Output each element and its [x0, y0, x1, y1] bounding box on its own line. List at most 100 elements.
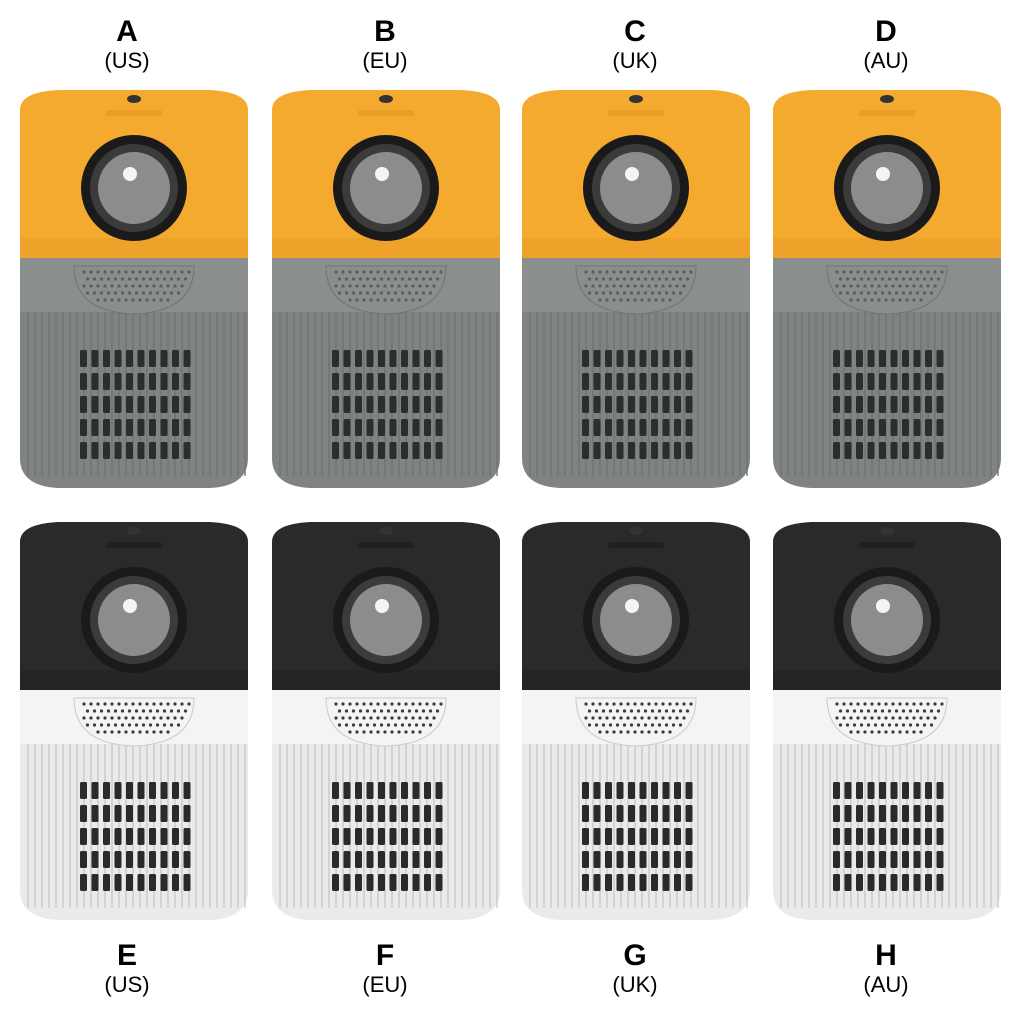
grill-hole	[898, 730, 902, 734]
grill-hole	[619, 702, 623, 706]
grill-hole	[82, 702, 86, 706]
speaker-grill-holes	[835, 270, 944, 302]
grill-hole	[640, 270, 644, 274]
grill-hole	[439, 702, 443, 706]
grill-hole	[584, 702, 588, 706]
vent-slot	[913, 828, 921, 845]
vent-slot	[856, 419, 863, 436]
projector-g	[520, 520, 752, 920]
grill-hole	[587, 709, 592, 713]
grill-hole	[383, 702, 387, 706]
vent-slot	[343, 442, 351, 459]
vent-slot	[412, 851, 420, 868]
grill-hole	[598, 298, 602, 302]
grill-hole	[127, 291, 132, 295]
vent-slot	[172, 782, 179, 799]
vent-slot	[137, 782, 145, 799]
vent-slot	[389, 782, 397, 799]
grill-hole	[919, 716, 923, 720]
vent-slot	[628, 782, 635, 799]
grill-hole	[671, 723, 676, 727]
vent-slot	[936, 373, 944, 390]
grill-hole	[138, 730, 142, 734]
vent-slot	[856, 851, 863, 868]
vent-slot	[833, 396, 840, 413]
grill-hole	[362, 284, 366, 288]
grill-hole	[922, 723, 927, 727]
grill-hole	[376, 716, 380, 720]
grill-hole	[685, 709, 690, 713]
vent-slot	[389, 828, 397, 845]
vent-slot	[616, 373, 624, 390]
grill-hole	[414, 291, 419, 295]
grill-hole	[689, 270, 693, 274]
vent-slot	[674, 782, 681, 799]
grill-hole	[376, 730, 380, 734]
vent-slot	[651, 828, 658, 845]
grill-hole	[612, 716, 616, 720]
grill-hole	[421, 291, 426, 295]
vent-slot	[651, 419, 658, 436]
vent-slot	[355, 782, 362, 799]
vent-slot	[137, 396, 145, 413]
vent-slot	[412, 396, 420, 413]
grill-hole	[341, 270, 345, 274]
grill-hole	[626, 270, 630, 274]
grill-hole	[362, 298, 366, 302]
lens-highlight	[625, 167, 639, 181]
vent-slot	[412, 373, 420, 390]
lens-icon	[851, 584, 923, 656]
vent-slot	[593, 419, 601, 436]
vent-slot	[639, 419, 647, 436]
vent-slot	[867, 805, 875, 822]
grill-hole	[915, 291, 920, 295]
vent-slot	[435, 874, 443, 891]
vent-slot	[867, 828, 875, 845]
vent-slot	[355, 442, 362, 459]
grill-hole	[358, 291, 363, 295]
vent-slot	[126, 828, 133, 845]
vent-slot	[890, 419, 898, 436]
vent-slot	[856, 828, 863, 845]
grill-hole	[155, 723, 160, 727]
top-shade	[20, 238, 248, 258]
vent-slot	[902, 782, 909, 799]
vent-slot	[844, 828, 852, 845]
grill-hole	[120, 277, 125, 281]
grill-hole	[856, 716, 860, 720]
grill-hole	[877, 730, 881, 734]
grill-hole	[584, 284, 588, 288]
vent-slot	[183, 419, 191, 436]
lens-icon	[600, 584, 672, 656]
vent-slot	[401, 805, 408, 822]
grill-hole	[661, 702, 665, 706]
grill-hole	[386, 291, 391, 295]
variant-letter: C	[624, 15, 646, 48]
grill-hole	[933, 270, 937, 274]
grill-hole	[337, 291, 342, 295]
grill-hole	[654, 716, 658, 720]
vent-slot	[925, 874, 932, 891]
vent-slot	[103, 782, 110, 799]
grill-hole	[89, 716, 93, 720]
grill-hole	[870, 730, 874, 734]
grill-hole	[124, 702, 128, 706]
grill-hole	[411, 284, 415, 288]
grill-hole	[891, 298, 895, 302]
grill-hole	[159, 270, 163, 274]
grill-hole	[124, 716, 128, 720]
body-ribs	[279, 742, 498, 908]
vent-slot	[651, 782, 658, 799]
lens-icon	[98, 584, 170, 656]
grill-hole	[103, 270, 107, 274]
vent-slot	[172, 373, 179, 390]
vent-slot	[172, 419, 179, 436]
grill-hole	[605, 702, 609, 706]
top-slot	[358, 110, 414, 116]
speaker-grill-holes	[835, 702, 944, 734]
grill-hole	[852, 709, 857, 713]
grill-hole	[110, 730, 114, 734]
grill-hole	[891, 716, 895, 720]
vent-slot	[343, 373, 351, 390]
vent-slot	[183, 350, 191, 367]
